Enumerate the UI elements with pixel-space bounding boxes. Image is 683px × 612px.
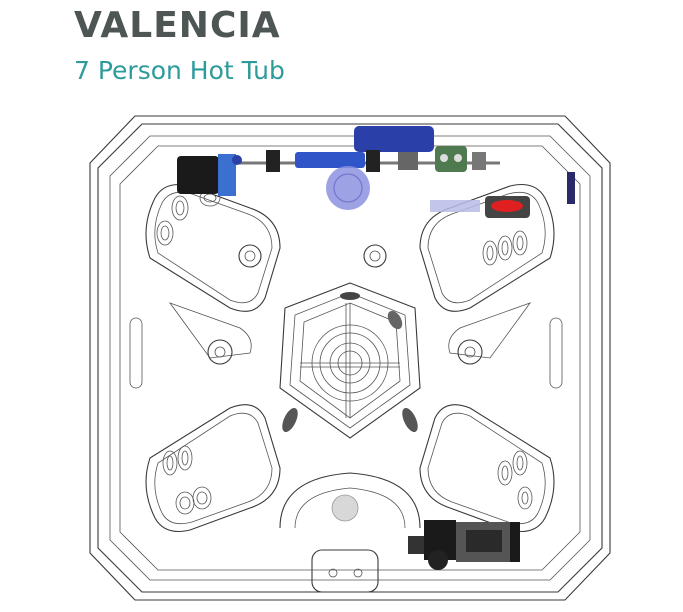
side-seat-left	[129, 302, 252, 389]
cup-holder	[238, 244, 262, 268]
product-subtitle: 7 Person Hot Tub	[74, 56, 285, 85]
side-seat-right	[448, 302, 563, 389]
seat-top-right	[419, 183, 555, 312]
side-sensor	[567, 172, 575, 204]
tub-outer-shell	[89, 115, 611, 601]
diverter-valve	[491, 200, 523, 212]
circulation-pump	[177, 156, 219, 194]
seat-bottom-left	[145, 404, 281, 533]
heater	[295, 152, 365, 168]
pipe-lavender	[430, 200, 480, 212]
filter	[326, 166, 370, 210]
control-box	[354, 126, 434, 152]
product-title: VALENCIA	[74, 5, 281, 46]
pump-bracket	[218, 154, 236, 196]
ozonator-manifold	[435, 146, 467, 172]
seat-top-left	[145, 183, 281, 312]
footwell	[279, 282, 421, 439]
cup-holder	[363, 244, 387, 268]
drain-step	[279, 472, 421, 593]
hot-tub-diagram	[80, 108, 620, 608]
seat-bottom-right	[419, 404, 555, 533]
